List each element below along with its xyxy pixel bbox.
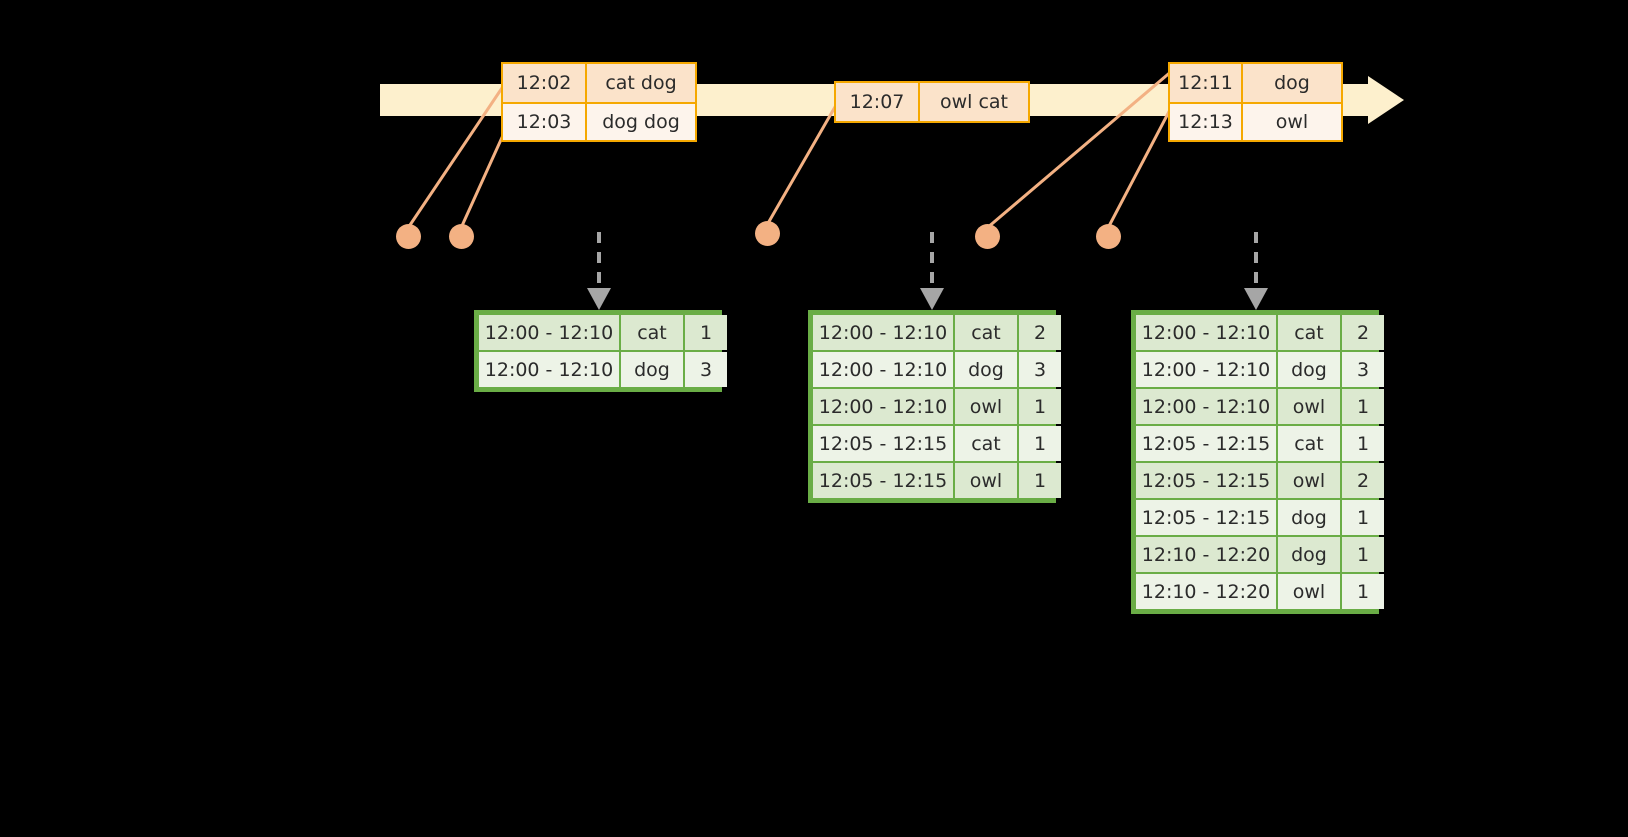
window-range-cell: 12:00 - 12:10 <box>479 315 619 350</box>
word-cell: dog <box>1278 500 1340 535</box>
word-cell: dog <box>621 352 683 387</box>
word-cell: dog <box>955 352 1017 387</box>
count-cell: 1 <box>1019 426 1061 461</box>
event-words: cat dog <box>605 72 677 94</box>
count-cell: 3 <box>1019 352 1061 387</box>
event-dot-1202 <box>396 224 421 249</box>
event-time: 12:13 <box>1170 104 1243 140</box>
count-cell: 1 <box>1342 389 1384 424</box>
event-row[interactable]: 12:11 dog <box>1170 64 1341 102</box>
event-words: owl <box>1275 111 1309 133</box>
event-dot-1211 <box>975 224 1000 249</box>
count-cell: 2 <box>1342 463 1384 498</box>
event-time: 12:07 <box>836 83 920 121</box>
word-cell: cat <box>955 426 1017 461</box>
window-range-cell: 12:05 - 12:15 <box>1136 500 1276 535</box>
event-words: owl cat <box>939 91 1009 113</box>
word-cell: owl <box>1278 574 1340 609</box>
count-cell: 3 <box>685 352 727 387</box>
event-row[interactable]: 12:03 dog dog <box>503 102 695 140</box>
event-time: 12:02 <box>503 64 587 102</box>
count-cell: 1 <box>685 315 727 350</box>
event-words: dog dog <box>602 111 680 133</box>
event-dot-1203 <box>449 224 474 249</box>
count-cell: 1 <box>1342 500 1384 535</box>
window-range-cell: 12:05 - 12:15 <box>813 463 953 498</box>
window-range-cell: 12:00 - 12:10 <box>813 352 953 387</box>
event-box-2[interactable]: 12:11 dog 12:13 owl <box>1168 62 1343 142</box>
window-range-cell: 12:10 - 12:20 <box>1136 574 1276 609</box>
word-cell: cat <box>955 315 1017 350</box>
count-cell: 1 <box>1019 463 1061 498</box>
event-row[interactable]: 12:07 owl cat <box>836 83 1028 121</box>
window-range-cell: 12:05 - 12:15 <box>1136 463 1276 498</box>
window-range-cell: 12:00 - 12:10 <box>1136 352 1276 387</box>
count-cell: 2 <box>1019 315 1061 350</box>
count-cell: 1 <box>1019 389 1061 424</box>
event-row[interactable]: 12:02 cat dog <box>503 64 695 102</box>
window-range-cell: 12:05 - 12:15 <box>1136 426 1276 461</box>
window-range-cell: 12:00 - 12:10 <box>813 315 953 350</box>
word-cell: owl <box>1278 389 1340 424</box>
window-range-cell: 12:10 - 12:20 <box>1136 537 1276 572</box>
word-cell: cat <box>621 315 683 350</box>
word-cell: cat <box>1278 315 1340 350</box>
count-cell: 1 <box>1342 537 1384 572</box>
event-row[interactable]: 12:13 owl <box>1170 102 1341 140</box>
emit-arrow-1 <box>587 232 611 310</box>
count-cell: 2 <box>1342 315 1384 350</box>
event-dot-1207 <box>755 221 780 246</box>
word-cell: owl <box>955 389 1017 424</box>
event-box-0[interactable]: 12:02 cat dog 12:03 dog dog <box>501 62 697 142</box>
count-cell: 1 <box>1342 574 1384 609</box>
word-cell: owl <box>1278 463 1340 498</box>
window-range-cell: 12:00 - 12:10 <box>1136 315 1276 350</box>
emit-arrow-2 <box>920 232 944 310</box>
event-dot-1213 <box>1096 224 1121 249</box>
window-range-cell: 12:00 - 12:10 <box>813 389 953 424</box>
window-range-cell: 12:00 - 12:10 <box>1136 389 1276 424</box>
timeline-arrow-icon <box>1368 76 1404 124</box>
event-time: 12:03 <box>503 104 587 140</box>
word-cell: dog <box>1278 537 1340 572</box>
word-cell: owl <box>955 463 1017 498</box>
window-range-cell: 12:00 - 12:10 <box>479 352 619 387</box>
window-range-cell: 12:05 - 12:15 <box>813 426 953 461</box>
word-cell: cat <box>1278 426 1340 461</box>
count-cell: 1 <box>1342 426 1384 461</box>
event-words: dog <box>1274 72 1310 94</box>
count-cell: 3 <box>1342 352 1384 387</box>
word-cell: dog <box>1278 352 1340 387</box>
event-box-1[interactable]: 12:07 owl cat <box>834 81 1030 123</box>
event-time: 12:11 <box>1170 64 1243 102</box>
emit-arrow-3 <box>1244 232 1268 310</box>
